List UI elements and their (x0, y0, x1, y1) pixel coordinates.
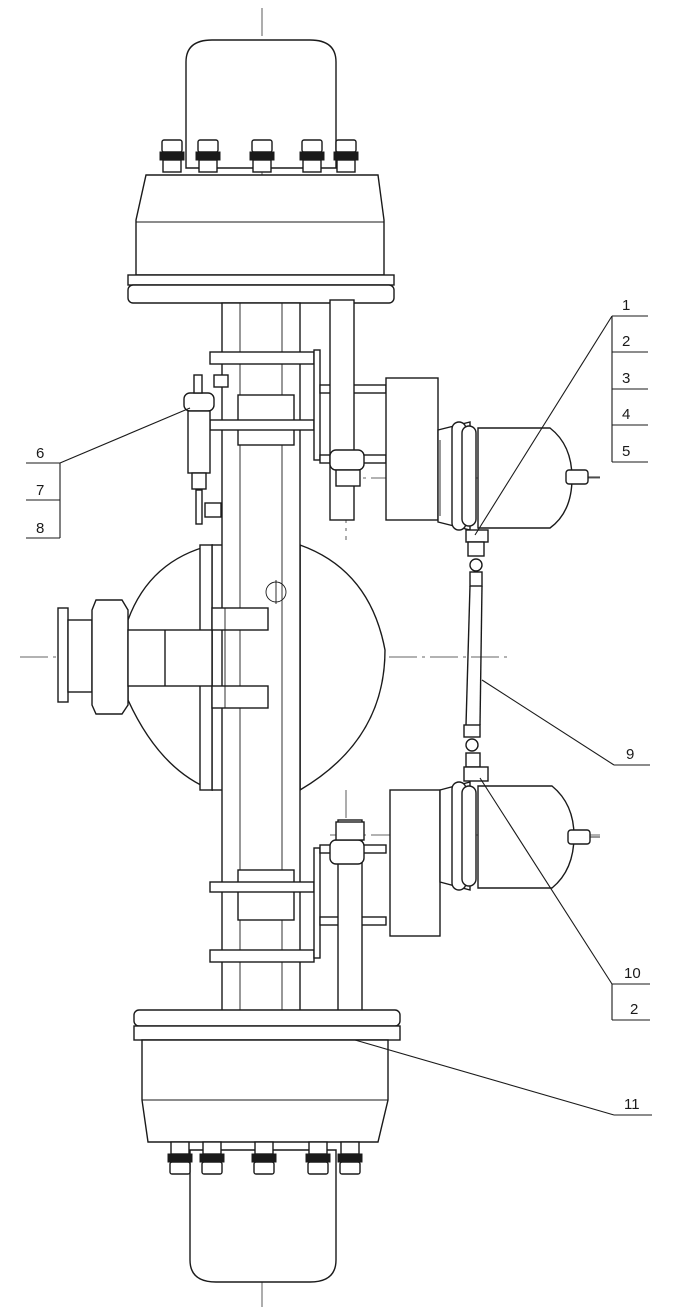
callout-label: 5 (622, 443, 630, 460)
callout-label: 3 (622, 370, 630, 387)
callout-group-1-5: 1 2 3 4 5 (474, 297, 648, 536)
callout-label: 8 (36, 520, 44, 537)
lower-brackets (209, 819, 387, 1021)
callout-label: 9 (626, 746, 634, 763)
callout-label: 10 (624, 965, 641, 982)
callout-label: 2 (622, 333, 630, 350)
top-wheel-hub (127, 39, 395, 304)
callout-group-6-8: 6 7 8 (26, 407, 191, 539)
upper-brackets (209, 299, 387, 521)
callout-group-10-2: 10 2 (479, 777, 650, 1021)
callout-label: 7 (36, 482, 44, 499)
bottom-wheel-nuts (167, 1141, 363, 1175)
callout-label: 2 (630, 1001, 638, 1018)
callout-label: 4 (622, 406, 630, 423)
input-flange (57, 580, 287, 715)
callout-11: 11 (354, 1039, 652, 1116)
bottom-wheel-hub (133, 1009, 401, 1283)
top-wheel-nuts (159, 139, 359, 173)
callout-label: 1 (622, 297, 630, 314)
lower-brake-chamber (389, 781, 600, 937)
callout-label: 6 (36, 445, 44, 462)
callout-9: 9 (481, 679, 650, 766)
left-linkage (183, 374, 229, 525)
callout-label: 11 (624, 1096, 640, 1113)
air-pipe (463, 529, 489, 782)
upper-brake-chamber (385, 377, 600, 531)
